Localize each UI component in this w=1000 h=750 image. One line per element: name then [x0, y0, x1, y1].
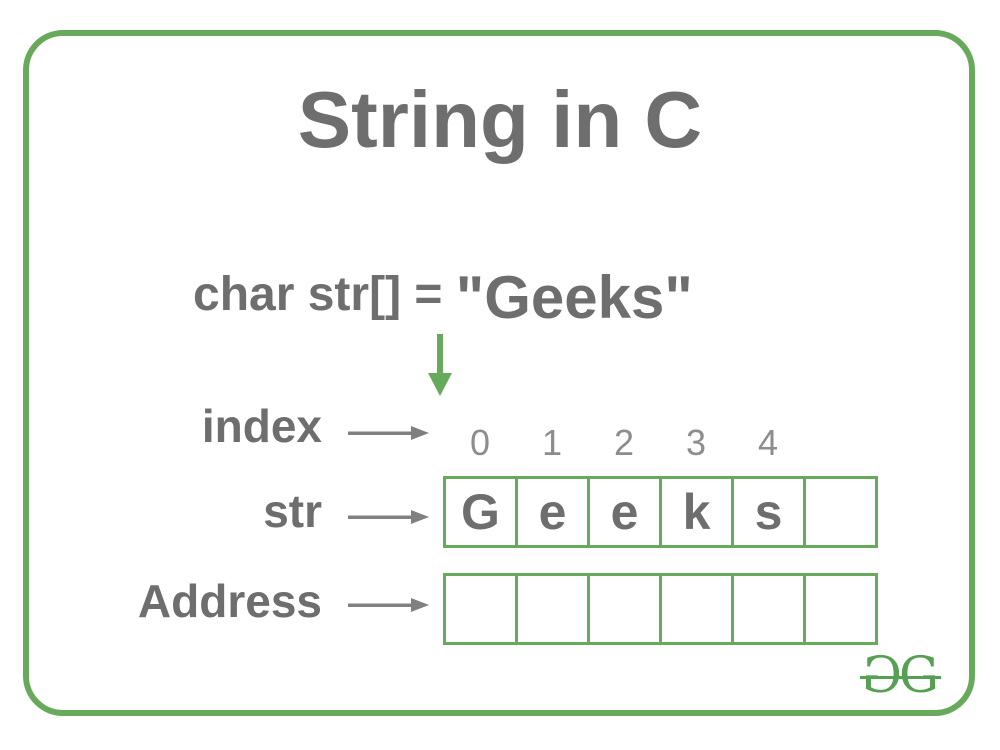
address-cell: [587, 573, 662, 645]
right-arrow-icon: [348, 598, 429, 612]
index-digit-row: 0 1 2 3 4: [444, 425, 804, 461]
index-label: index: [201, 400, 322, 452]
logo-mirrored-g: G: [862, 646, 902, 704]
code-declaration-value: "Geeks": [455, 264, 693, 331]
index-digit: 0: [469, 422, 491, 463]
right-arrow-icon: [348, 510, 429, 524]
str-cell: [803, 476, 878, 548]
logo-strike-line: [860, 676, 941, 679]
index-digit: 1: [541, 422, 563, 463]
address-cell: [659, 573, 734, 645]
str-cell: G: [443, 476, 518, 548]
str-array-row: G e e k s: [443, 476, 878, 548]
address-cell: [731, 573, 806, 645]
address-label: Address: [137, 575, 322, 627]
str-cell: e: [515, 476, 590, 548]
str-cell: s: [731, 476, 806, 548]
address-array-row: [443, 573, 878, 645]
address-cell: [803, 573, 878, 645]
index-digit: 4: [757, 422, 779, 463]
str-cell: k: [659, 476, 734, 548]
str-cell: e: [587, 476, 662, 548]
right-arrow-icon: [348, 426, 429, 440]
down-arrow-icon: [428, 334, 452, 396]
code-declaration: char str[] = "Geeks": [193, 260, 693, 328]
address-cell: [515, 573, 590, 645]
geeksforgeeks-logo: GG: [860, 646, 941, 704]
frame-border: [23, 30, 975, 716]
index-digit: 2: [613, 422, 635, 463]
logo-g: G: [898, 646, 939, 704]
address-cell: [443, 573, 518, 645]
index-digit: 3: [685, 422, 707, 463]
page-title: String in C: [297, 75, 703, 164]
str-label: str: [263, 485, 322, 537]
code-declaration-prefix: char str[] =: [193, 268, 456, 321]
